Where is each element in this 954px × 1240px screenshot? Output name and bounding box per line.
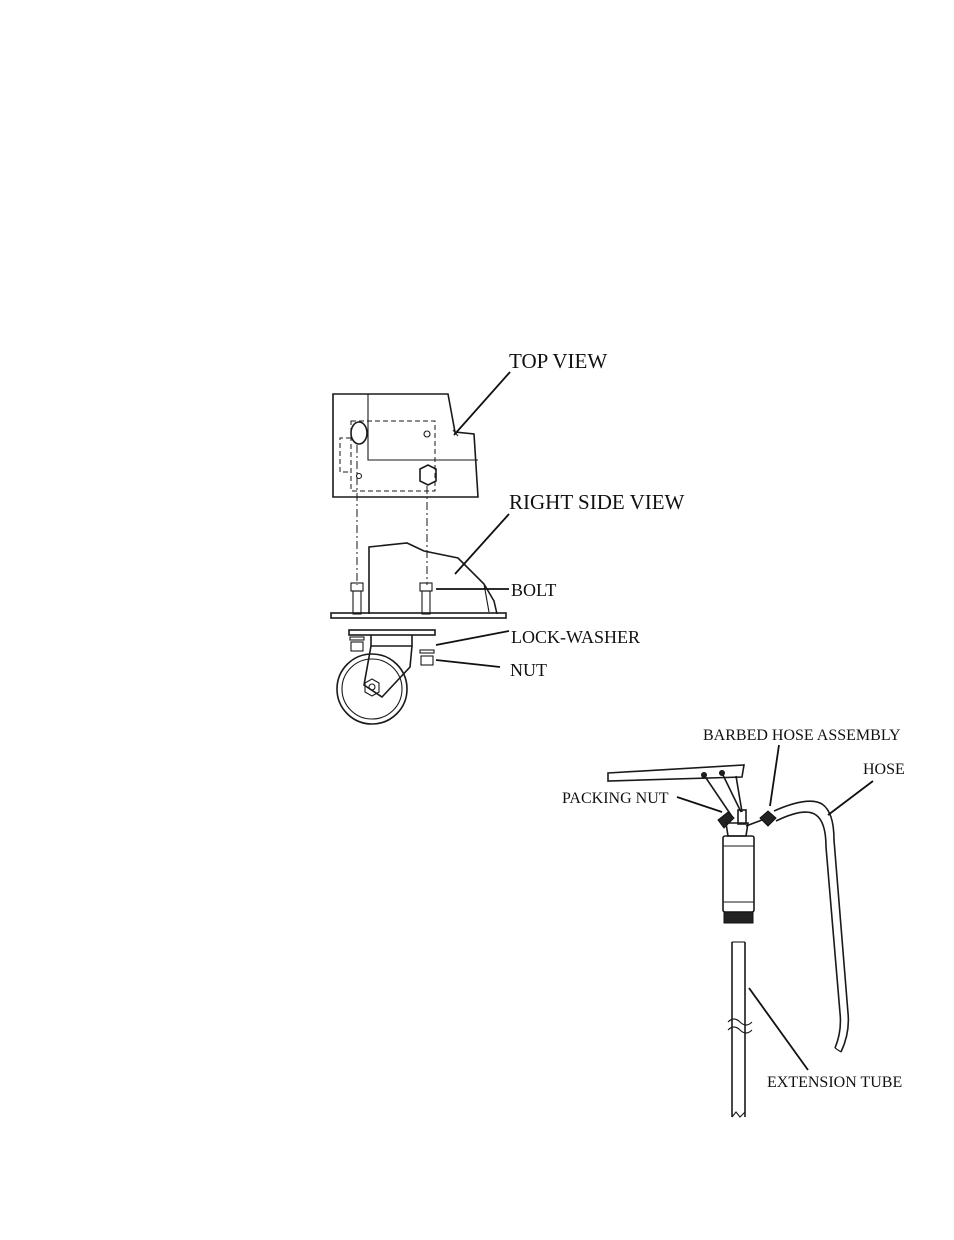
- top-view-inner-edge: [367, 394, 478, 461]
- hose-inner-wall: [775, 811, 842, 1049]
- pump-outlet-spout: [745, 819, 763, 827]
- lock-washer-leader: [435, 630, 510, 646]
- tube-break-mark-2: [727, 1026, 753, 1034]
- right-side-view-drawing: [330, 542, 507, 725]
- hand-pump-diagram: BARBED HOSE ASSEMBLY HOSE PACKING NUT EX…: [562, 727, 905, 1118]
- pump-head: [717, 809, 777, 837]
- top-view-leader: [453, 371, 511, 436]
- extension-tube-drawing: [727, 941, 753, 1118]
- extension-tube-leader: [748, 987, 809, 1071]
- side-view-bolt-shank-left: [352, 590, 362, 615]
- caster-mount-plate: [348, 629, 436, 636]
- side-view-body-outline: [368, 542, 498, 615]
- caster-axle-nut: [364, 678, 380, 697]
- pump-handle: [607, 764, 745, 819]
- pump-handle-lever: [607, 764, 745, 782]
- lock-washer-left: [349, 636, 365, 641]
- barbed-hose-assembly-leader: [769, 744, 780, 807]
- lock-washer-right: [419, 649, 435, 654]
- pump-rod: [737, 809, 747, 825]
- caster-fork: [363, 645, 413, 699]
- pump-cylinder: [722, 835, 755, 924]
- side-view-base-flange: [330, 612, 507, 619]
- bolt-label: BOLT: [511, 580, 556, 600]
- top-view-small-hole-2: [355, 472, 363, 480]
- nut-label: NUT: [510, 660, 547, 680]
- side-view-bolt-head-right: [419, 582, 433, 592]
- hose-label: HOSE: [863, 761, 905, 778]
- pump-link-bar-3: [735, 775, 743, 813]
- hose-leader: [827, 780, 874, 816]
- top-view-small-hole: [423, 430, 431, 438]
- cylinder-threaded-end: [723, 911, 754, 924]
- top-view-bolt-hole-left: [350, 421, 368, 445]
- caster-wheel-outer: [336, 653, 408, 725]
- pump-head-body: [725, 822, 749, 837]
- pump-link-bar-1: [703, 774, 734, 819]
- packing-nut-part: [717, 811, 735, 829]
- top-view-swivel-hidden: [339, 437, 351, 473]
- caster-axle: [368, 683, 376, 691]
- caster-swivel-block: [370, 635, 413, 647]
- hose-drawing: [773, 800, 850, 1053]
- side-view-bolt-shank-right: [421, 590, 431, 615]
- nut-left: [350, 641, 364, 652]
- extension-tube-bottom-break: [731, 1111, 746, 1118]
- lock-washer-label: LOCK-WASHER: [511, 627, 640, 647]
- barbed-hose-assembly-label: BARBED HOSE ASSEMBLY: [703, 727, 901, 744]
- top-view-outline: [332, 393, 479, 498]
- packing-nut-leader: [676, 796, 723, 813]
- right-side-view-label: RIGHT SIDE VIEW: [509, 490, 685, 514]
- top-view-mount-plate-hidden: [350, 420, 436, 492]
- extension-tube-label: EXTENSION TUBE: [767, 1074, 902, 1091]
- tube-break-mark-1: [727, 1018, 753, 1026]
- nut-leader: [435, 659, 501, 668]
- barbed-hose-fitting: [759, 810, 777, 827]
- top-view-bolt-head-right: [419, 464, 437, 486]
- top-view-drawing: [332, 393, 479, 498]
- hose-outer-wall: [773, 800, 850, 1053]
- packing-nut-label: PACKING NUT: [562, 790, 669, 807]
- hose-end: [834, 1047, 842, 1053]
- caster-wheel-tread: [341, 658, 403, 720]
- nut-right: [420, 655, 434, 666]
- top-view-label: TOP VIEW: [509, 349, 607, 373]
- caster-mounting-diagram: TOP VIEW RIGHT SIDE VIEW BOLT LOCK-WASHE…: [330, 349, 685, 725]
- pump-link-bar-2: [721, 772, 742, 813]
- right-side-view-leader: [454, 513, 510, 575]
- pump-cylinder-body: [722, 835, 755, 913]
